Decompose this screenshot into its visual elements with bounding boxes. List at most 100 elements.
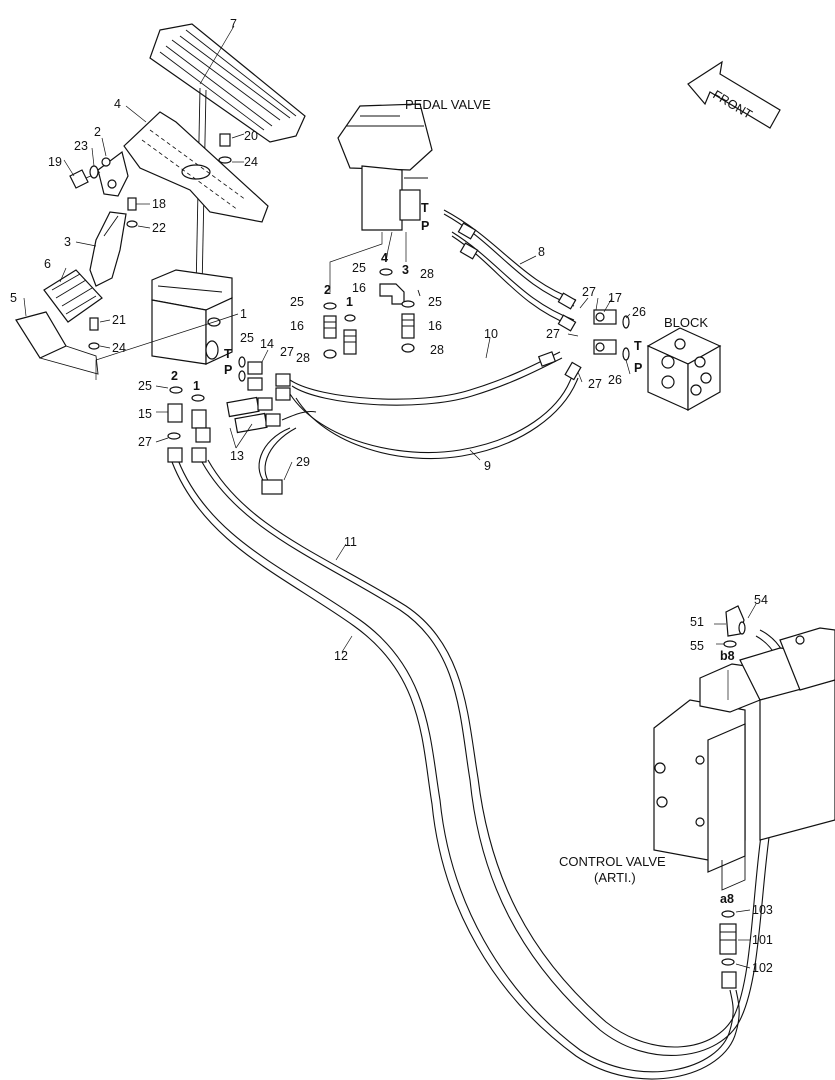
- callout-10: 10: [484, 327, 498, 341]
- callout-13: 13: [230, 449, 244, 463]
- control-valve: [653, 627, 835, 891]
- oring-28b: [401, 343, 415, 353]
- port-t-block: T: [634, 339, 642, 353]
- caption-block: BLOCK: [664, 315, 708, 330]
- callout-9: 9: [484, 459, 491, 473]
- callout-1: 1: [240, 307, 247, 321]
- oring-102: [721, 958, 735, 966]
- hose-8: [443, 209, 577, 332]
- callout-11: 11: [344, 535, 357, 549]
- caption-control-valve-arti: (ARTI.): [594, 870, 636, 885]
- callout-25-e: 25: [428, 295, 442, 309]
- port-4-pedal: 4: [381, 251, 388, 265]
- bolt-18: [127, 197, 137, 211]
- bolt-21: [89, 317, 99, 331]
- callout-26-a: 26: [632, 305, 646, 319]
- callout-7: 7: [230, 17, 237, 31]
- callout-26-b: 26: [608, 373, 622, 387]
- port-1-pedal: 1: [346, 295, 353, 309]
- callout-103: 103: [752, 903, 773, 917]
- callout-25-d: 25: [352, 261, 366, 275]
- callout-28-a: 28: [296, 351, 310, 365]
- hose-end-12: [167, 447, 183, 463]
- caption-control-valve: CONTROL VALVE: [559, 854, 666, 869]
- oring-28a: [323, 349, 337, 359]
- port-2-pedal: 2: [324, 283, 331, 297]
- oring-54: [738, 621, 746, 635]
- port-p-valve: P: [224, 363, 232, 377]
- callout-19: 19: [48, 155, 62, 169]
- callout-101: 101: [752, 933, 773, 947]
- callout-16-b: 16: [352, 281, 366, 295]
- block: [646, 327, 722, 412]
- oring-103: [721, 910, 735, 918]
- pedal-valve-body: [337, 103, 433, 231]
- callout-55: 55: [690, 639, 704, 653]
- oring-25e: [238, 356, 246, 368]
- oring-55: [723, 640, 737, 648]
- oring-26b: [622, 347, 630, 361]
- callout-17: 17: [608, 291, 622, 305]
- fitting-16b: [343, 329, 357, 355]
- hose-end-102: [721, 971, 737, 989]
- callout-25-b: 25: [138, 379, 152, 393]
- fitting-16a: [323, 315, 337, 339]
- harness-29: [258, 410, 317, 495]
- callout-27-b: 27: [138, 435, 152, 449]
- callout-25-a: 25: [240, 331, 254, 345]
- callout-16-c: 16: [428, 319, 442, 333]
- callout-28-b: 28: [420, 267, 434, 281]
- port-t-valve: T: [224, 347, 232, 361]
- callout-2-top: 2: [94, 125, 101, 139]
- caption-pedal-valve: PEDAL VALVE: [405, 97, 491, 112]
- callout-27-e: 27: [588, 377, 602, 391]
- callout-27-c: 27: [582, 285, 596, 299]
- port-p-block: P: [634, 361, 642, 375]
- callout-16-a: 16: [290, 319, 304, 333]
- washer-22: [126, 220, 138, 228]
- callout-29: 29: [296, 455, 310, 469]
- callout-28-c: 28: [430, 343, 444, 357]
- port-3-pedal: 3: [402, 263, 409, 277]
- callout-18: 18: [152, 197, 166, 211]
- oring-25g: [169, 386, 183, 394]
- fitting-101: [719, 923, 737, 955]
- oring-25a: [323, 302, 337, 310]
- fitting-14: [247, 361, 291, 401]
- port-1-valve: 1: [193, 379, 200, 393]
- heel-plate-5: [15, 311, 99, 375]
- callout-23: 23: [74, 139, 88, 153]
- hose-end-11: [191, 447, 207, 463]
- callout-51: 51: [690, 615, 704, 629]
- callout-27-a: 27: [280, 345, 294, 359]
- callout-3: 3: [64, 235, 71, 249]
- callout-22: 22: [152, 221, 166, 235]
- callout-24-top: 24: [244, 155, 258, 169]
- washer-24b: [88, 342, 100, 350]
- oring-25d: [401, 300, 415, 308]
- tee-fitting-17: [593, 309, 617, 355]
- callout-102: 102: [752, 961, 773, 975]
- oring-27a: [167, 432, 181, 440]
- callout-24-bottom: 24: [112, 341, 126, 355]
- hose-9: [289, 361, 582, 459]
- bracket-3: [89, 211, 127, 287]
- front-arrow: FRONT: [687, 60, 781, 129]
- washer-24a: [218, 156, 232, 164]
- bracket-2: [97, 150, 129, 197]
- callout-5: 5: [10, 291, 17, 305]
- port-t-pedal-valve: T: [421, 201, 429, 215]
- port-p-pedal-valve: P: [421, 219, 429, 233]
- oring-26a: [622, 315, 630, 329]
- elbow-16c: [379, 283, 405, 305]
- callout-14: 14: [260, 337, 274, 351]
- oring-25f: [238, 370, 246, 382]
- callout-25-c: 25: [290, 295, 304, 309]
- fitting-16d: [401, 313, 415, 339]
- hose-12: [171, 459, 740, 1080]
- callout-8: 8: [538, 245, 545, 259]
- leader-lines: [23, 25, 757, 969]
- callout-54: 54: [754, 593, 768, 607]
